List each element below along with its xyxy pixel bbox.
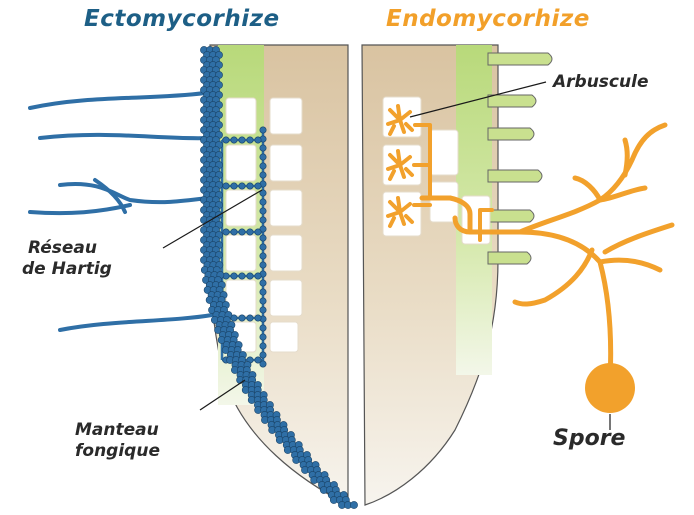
endo-title: Endomycorhize (386, 6, 590, 32)
hyphal-bead (260, 343, 266, 349)
hyphal-bead (260, 262, 266, 268)
hyphal-bead (239, 273, 245, 279)
hyphal-bead (255, 229, 261, 235)
hartig-label-line2: de Hartig (22, 259, 112, 280)
hyphal-bead (247, 183, 253, 189)
hyphal-bead (255, 273, 261, 279)
hyphal-bead (260, 145, 266, 151)
spore-label: Spore (553, 426, 625, 452)
hyphal-bead (255, 137, 261, 143)
hyphal-bead (260, 253, 266, 259)
hyphal-bead (260, 163, 266, 169)
hyphal-bead (247, 229, 253, 235)
hyphal-bead (231, 137, 237, 143)
hyphal-bead (231, 273, 237, 279)
hyphal-bead (239, 315, 245, 321)
hartig-label-line1: Réseau (22, 238, 112, 259)
hyphal-bead (247, 273, 253, 279)
hyphal-bead (260, 217, 266, 223)
hyphal-bead (247, 137, 253, 143)
hyphal-bead (260, 244, 266, 250)
hyphal-bead (223, 229, 229, 235)
hyphal-bead (239, 183, 245, 189)
hyphal-bead (260, 154, 266, 160)
hyphal-bead (260, 307, 266, 313)
hyphal-bead (260, 298, 266, 304)
spore-icon (585, 363, 635, 413)
mantle-label-line2: fongique (75, 441, 160, 462)
hyphal-bead (350, 501, 357, 508)
ecto-title: Ectomycorhize (84, 6, 280, 32)
hyphal-bead (255, 183, 261, 189)
mantle-label-line1: Manteau (75, 420, 160, 441)
hyphal-bead (260, 199, 266, 205)
hyphal-bead (223, 183, 229, 189)
hyphal-bead (231, 229, 237, 235)
hyphal-bead (239, 229, 245, 235)
hyphal-bead (247, 315, 253, 321)
hyphal-bead (239, 137, 245, 143)
hartig-net-label: Réseau de Hartig (22, 238, 112, 280)
hyphal-bead (223, 137, 229, 143)
hyphal-bead (255, 315, 261, 321)
hyphal-bead (260, 352, 266, 358)
hyphal-bead (260, 172, 266, 178)
hyphal-bead (260, 334, 266, 340)
ecto-external-hyphae (30, 93, 212, 330)
hyphal-bead (260, 127, 266, 133)
hyphal-bead (260, 325, 266, 331)
hyphal-bead (231, 183, 237, 189)
arbuscule-label: Arbuscule (553, 72, 648, 93)
hyphal-bead (260, 235, 266, 241)
hyphal-bead (255, 357, 261, 363)
hyphal-bead (260, 208, 266, 214)
hyphal-bead (260, 280, 266, 286)
mantle-label: Manteau fongique (75, 420, 160, 462)
hyphal-bead (260, 289, 266, 295)
